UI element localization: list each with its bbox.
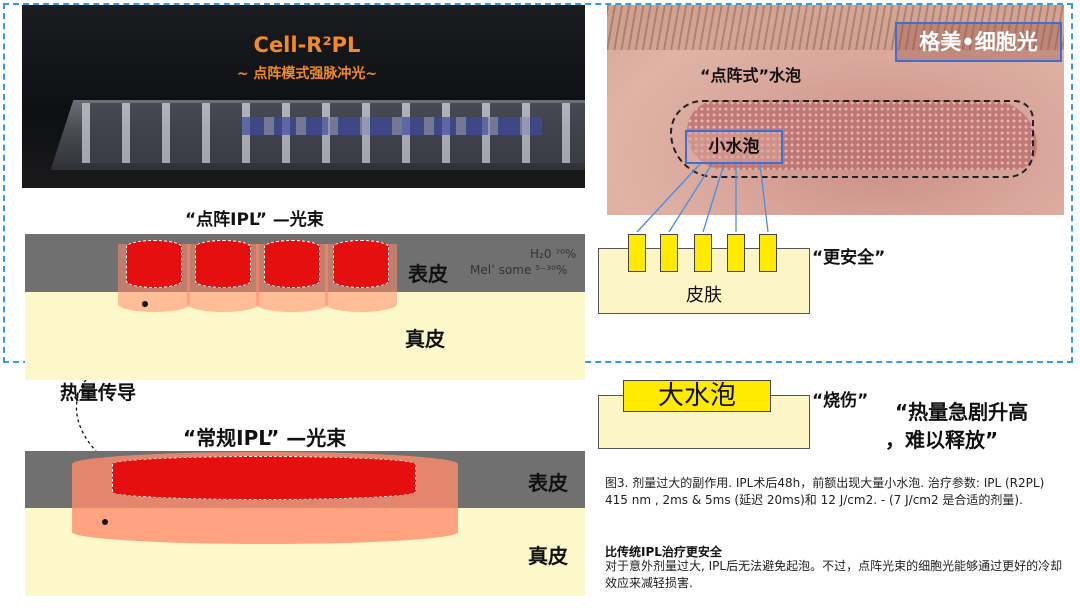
burn-label: “烧伤” xyxy=(812,391,869,411)
dot-beam xyxy=(333,240,389,288)
dermis-label: 真皮 xyxy=(528,544,568,568)
heat-rise-line1: “热量急剧升高 xyxy=(895,400,1029,424)
dot-blister-label: “点阵式”水泡 xyxy=(700,66,802,85)
device-title: Cell-R²PL xyxy=(253,33,361,57)
device-photo: Cell-R²PL ~ 点阵模式强脉冲光~ xyxy=(22,5,585,188)
skin-label: 皮肤 xyxy=(686,285,722,306)
heat-source-dot xyxy=(102,519,108,525)
dot-blister-peg xyxy=(694,234,712,272)
small-blister-label: 小水泡 xyxy=(685,130,783,164)
caption-title: 比传统IPL治疗更安全 xyxy=(605,545,722,559)
heat-source-dot xyxy=(142,301,148,307)
dot-blister-peg xyxy=(660,234,678,272)
caption-body: 对于意外剂量过大, IPL后无法避免起泡。不过，点阵光束的细胞光能够通过更好的冷… xyxy=(605,559,1063,590)
dermis-label: 真皮 xyxy=(405,327,445,351)
heat-conduction-label: 热量传导 xyxy=(60,382,137,404)
h2o-label: H₂0 ⁷⁰% xyxy=(530,247,577,261)
dot-beam xyxy=(126,240,182,288)
heat-rise-line2: ，难以释放” xyxy=(885,428,999,452)
dot-beam xyxy=(264,240,320,288)
dot-blister-peg xyxy=(759,234,777,272)
melanosome-label: Mel’ some ⁵⁻³⁰% xyxy=(470,263,568,277)
dot-beam xyxy=(195,240,251,288)
blister-outline xyxy=(670,100,1034,178)
conventional-beam xyxy=(112,456,416,500)
device-subtitle: ~ 点阵模式强脉冲光~ xyxy=(236,66,378,82)
safer-label: “更安全” xyxy=(812,248,886,268)
dot-blister-peg xyxy=(628,234,646,272)
epidermis-label: 表皮 xyxy=(528,471,568,495)
conventional-ipl-heading: “常规IPL” —光束 xyxy=(183,426,347,450)
big-blister-label: 大水泡 xyxy=(623,380,771,412)
epidermis-label: 表皮 xyxy=(408,262,448,286)
dot-ipl-heading: “点阵IPL” —光束 xyxy=(185,210,324,230)
brand-label: 格美•细胞光 xyxy=(895,22,1062,62)
figure-caption: 图3. 剂量过大的副作用. IPL术后48h，前额出现大量小水泡. 治疗参数: … xyxy=(605,476,1045,507)
dot-blister-peg xyxy=(727,234,745,272)
